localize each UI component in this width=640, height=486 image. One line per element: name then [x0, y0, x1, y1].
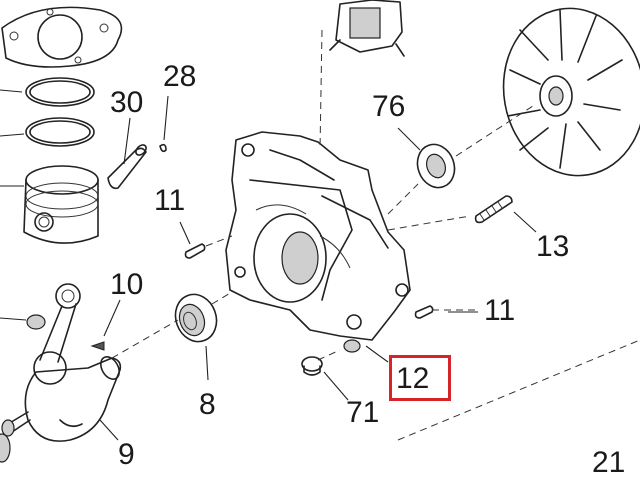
connecting-rod: [33, 283, 81, 385]
leader-lines: [0, 89, 537, 441]
oil-seal: [416, 143, 456, 189]
key-small: [90, 341, 105, 351]
callout-30[interactable]: 30: [110, 86, 144, 119]
callout-21[interactable]: 21: [592, 446, 626, 479]
piston-rings: [25, 77, 95, 147]
stud-bolt: [474, 195, 513, 224]
piston: [23, 165, 99, 244]
dowel-pin-right: [414, 305, 434, 319]
callout-11-right[interactable]: 11: [484, 294, 516, 327]
cylinder-gasket: [1, 6, 123, 68]
highlight-box: [389, 355, 451, 401]
callout-13[interactable]: 13: [536, 230, 570, 263]
needle-bearing: [26, 314, 46, 330]
callout-10[interactable]: 10: [110, 268, 144, 301]
flywheel: [502, 7, 640, 177]
crank-bearing-left: [0, 433, 11, 463]
screw: [343, 339, 361, 353]
callout-11-left[interactable]: 11: [154, 184, 186, 217]
plug: [301, 356, 323, 376]
callout-76[interactable]: 76: [372, 90, 406, 123]
dowel-pin-left: [184, 243, 206, 259]
callout-8[interactable]: 8: [199, 388, 216, 421]
callout-28[interactable]: 28: [163, 60, 197, 93]
assembly-lines: [111, 29, 640, 441]
circlip: [159, 143, 167, 153]
ignition-coil: [329, 0, 405, 57]
piston-pin: [107, 144, 147, 190]
callout-9[interactable]: 9: [118, 438, 135, 471]
crankcase: [225, 131, 411, 341]
callout-71[interactable]: 71: [346, 396, 380, 429]
bearing: [174, 293, 218, 343]
crankshaft: [1, 356, 122, 442]
callout-12[interactable]: 12: [396, 362, 430, 395]
